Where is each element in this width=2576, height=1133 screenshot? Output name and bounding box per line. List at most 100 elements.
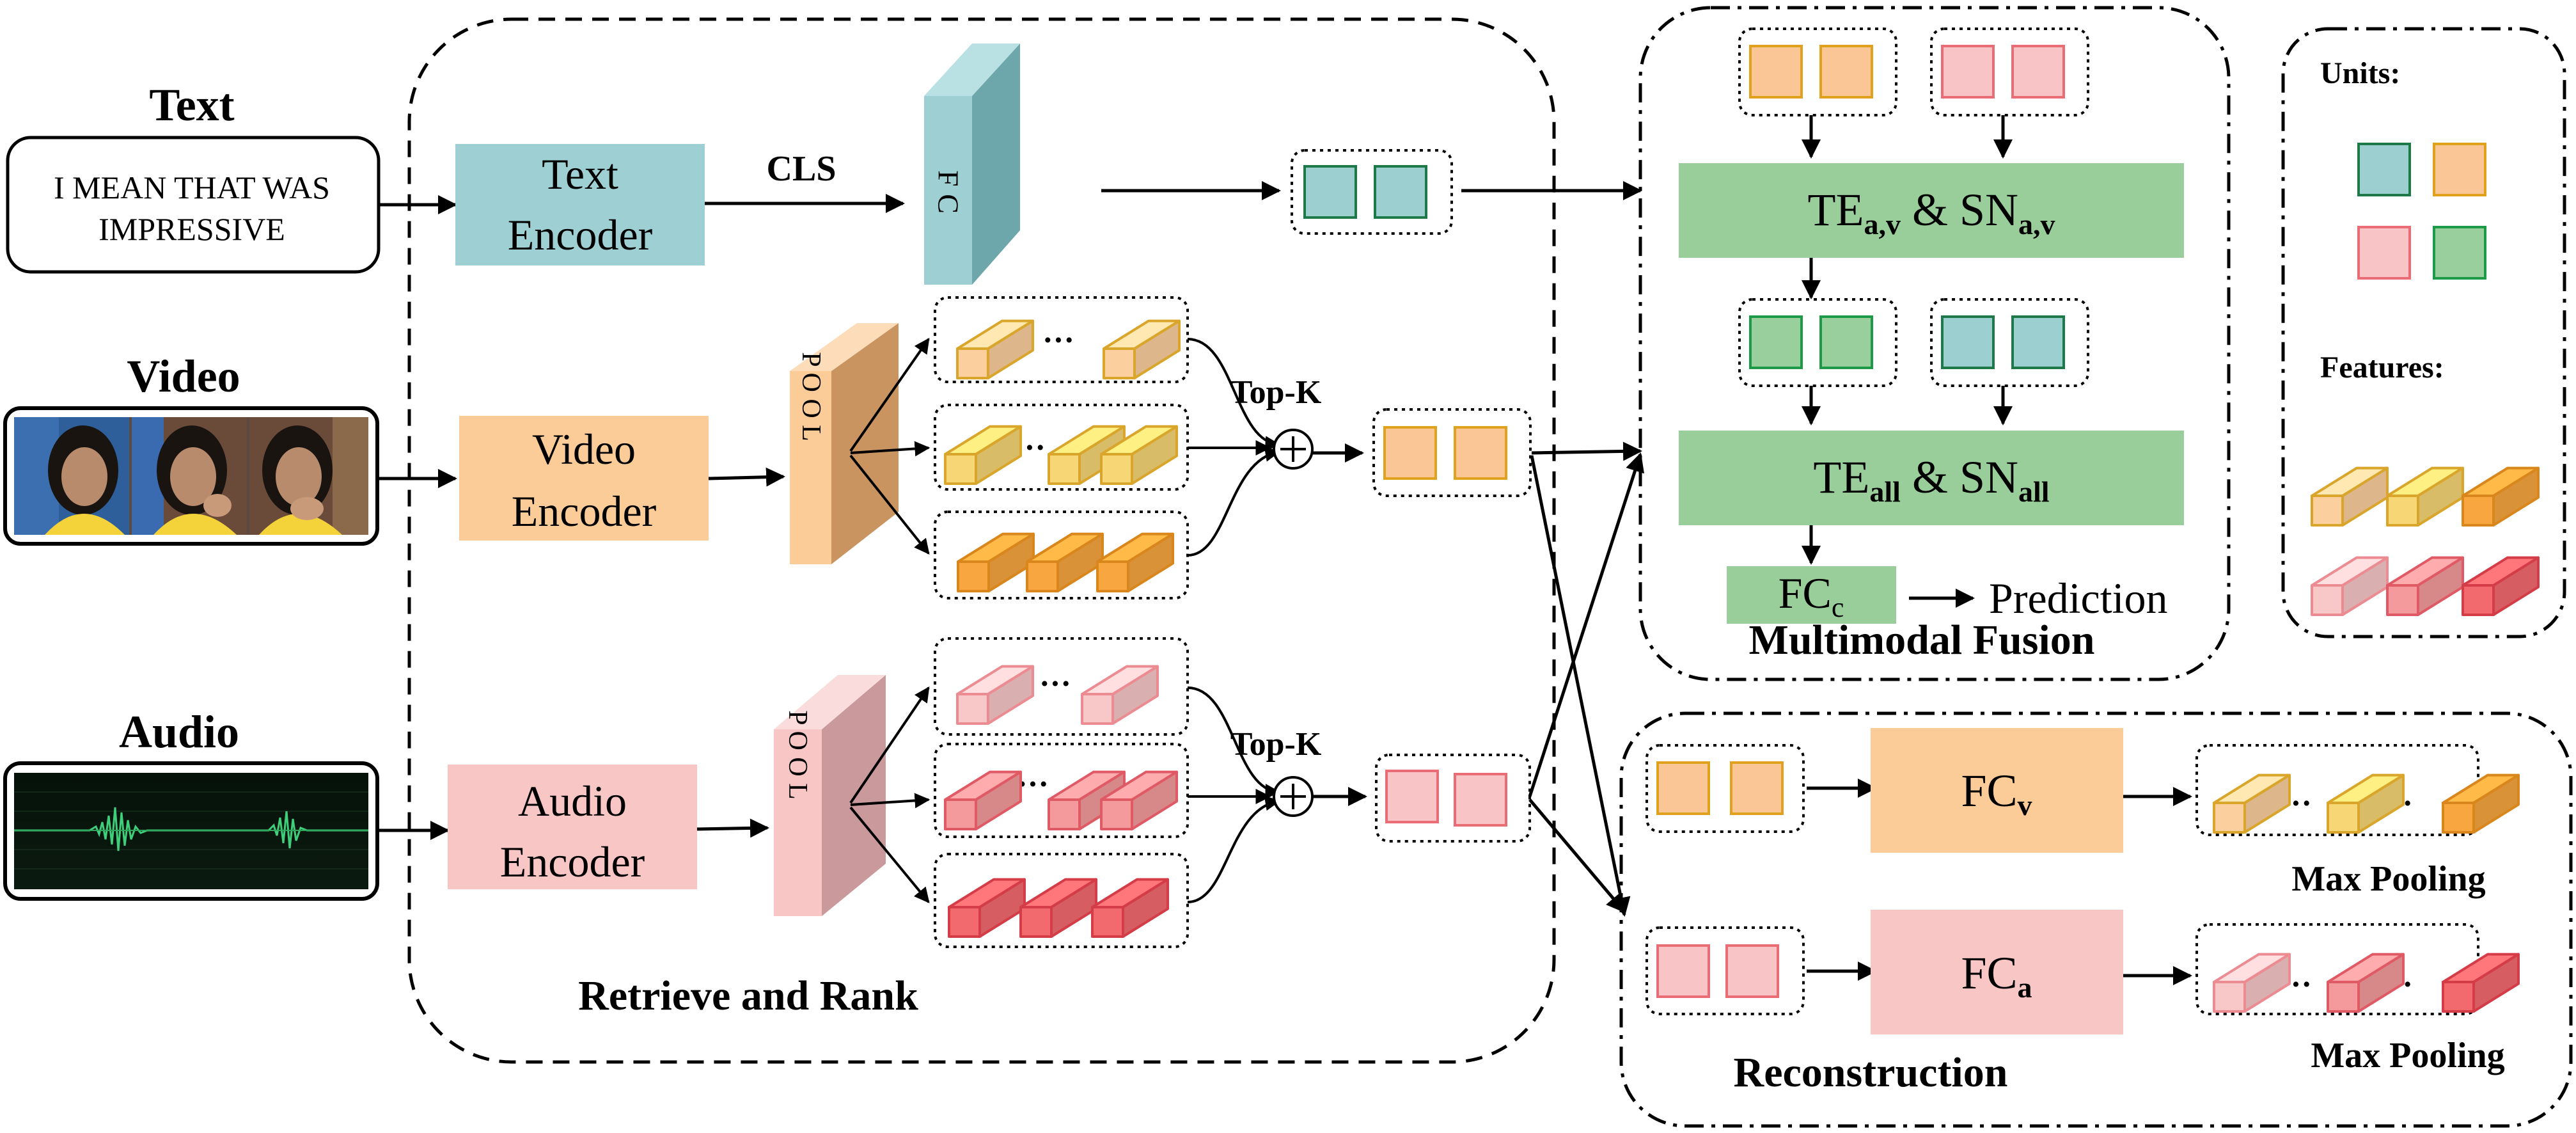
fc-block: [924, 44, 1020, 285]
audio-waveform-thumbnail: [3, 761, 379, 901]
fused-unit: [1749, 315, 1803, 369]
legend-feature-cube: [2311, 556, 2389, 616]
prediction-label: Prediction: [1989, 574, 2168, 622]
multimodal-fusion-title: Multimodal Fusion: [1749, 617, 2095, 663]
audio-sum-node: [1273, 776, 1314, 817]
legend-units-label: Units:: [2320, 56, 2400, 90]
video-unit: [1749, 45, 1803, 99]
audio-topk-label: Top-K: [1230, 726, 1322, 763]
fc-c-block: [1727, 566, 1896, 624]
text-encoder-line-2: Encoder: [508, 210, 653, 259]
recon-video-feature-cube: [2213, 773, 2291, 834]
video-unit: [1819, 45, 1873, 99]
text-unit: [1303, 165, 1357, 219]
legend-unit-orange: [2433, 143, 2486, 196]
recon-audio-feature-cube: [2213, 953, 2291, 1013]
video-feature-cube: [1103, 319, 1181, 379]
audio-encoder-block: [448, 765, 697, 889]
video-encoder-line-1: Video: [532, 425, 636, 473]
recon-audio-feature-cube: [2327, 953, 2405, 1013]
legend-feature-cube: [2386, 556, 2464, 616]
recon-audio-feature-cube: [2442, 953, 2520, 1013]
video-frames-thumbnail: [3, 406, 379, 546]
retrieve-rank-title: Retrieve and Rank: [578, 972, 918, 1019]
audio-feature-row-3: [934, 853, 1189, 948]
text-unit: [1374, 165, 1427, 219]
audio-pool-label: P O O L: [783, 710, 812, 800]
audio-ellipsis-2: ···: [1017, 766, 1049, 802]
reconstruction-region: [1619, 711, 2573, 1128]
text-unit: [1941, 315, 1995, 369]
video-unit: [1383, 426, 1437, 480]
audio-feature-cube: [1019, 878, 1097, 938]
video-feature-cube: [944, 425, 1022, 485]
audio-unit: [1656, 944, 1710, 998]
video-feature-cube: [1026, 532, 1104, 592]
legend-features-label: Features:: [2320, 351, 2444, 384]
te-sn-av-block: [1679, 163, 2184, 258]
cls-label: CLS: [767, 149, 836, 189]
video-unit: [1454, 426, 1507, 480]
max-pooling-video-label: Max Pooling: [2291, 859, 2485, 899]
te-sn-all-label: TEall & SNall: [1813, 452, 2049, 508]
legend-unit-pink: [2357, 226, 2411, 280]
audio-ellipsis-1: ···: [1039, 665, 1071, 701]
te-sn-av-label: TEa,v & SNa,v: [1807, 184, 2055, 241]
text-encoder-line-1: Text: [542, 150, 618, 198]
audio-feature-cube: [1081, 665, 1159, 725]
audio-feature-cube: [944, 770, 1022, 830]
fc-v-block: [1871, 728, 2123, 853]
video-sum-node: [1273, 429, 1314, 470]
video-feature-cube: [956, 319, 1034, 379]
multimodal-fusion-region: [1638, 6, 2231, 681]
audio-encoder-line-1: Audio: [518, 777, 627, 825]
video-topk-label: Top-K: [1230, 374, 1322, 411]
audio-feature-row-2: [934, 743, 1189, 838]
text-unit: [2011, 315, 2065, 369]
legend-feature-cube: [2311, 466, 2389, 527]
recon-video-feature-cube: [2442, 773, 2520, 834]
legend-region: [2281, 27, 2566, 638]
audio-pool-block: [774, 675, 886, 916]
reconstruction-title: Reconstruction: [1734, 1049, 2008, 1096]
video-feature-cube: [1100, 425, 1178, 485]
legend-unit-green: [2433, 226, 2486, 280]
fc-label: F C: [932, 170, 965, 214]
legend-feature-cube: [2462, 466, 2540, 527]
text-encoder-block: [455, 144, 705, 265]
fc-v-label: FCv: [1961, 765, 2032, 821]
audio-feature-cube: [956, 665, 1034, 725]
text-input-line-2: IMPRESSIVE: [98, 211, 285, 247]
audio-feature-cube: [1091, 878, 1169, 938]
legend-feature-cube: [2462, 556, 2540, 616]
text-input-title: Text: [149, 79, 234, 131]
retrieve-rank-region: [407, 17, 1556, 1064]
fc-a-label: FCa: [1961, 947, 2032, 1004]
te-sn-all-block: [1679, 431, 2184, 525]
video-input-title: Video: [127, 351, 240, 402]
video-encoder-line-2: Encoder: [512, 487, 657, 535]
fc-a-block: [1871, 910, 2123, 1034]
recon-video-feature-cube: [2327, 773, 2405, 834]
audio-unit: [2011, 45, 2065, 99]
audio-unit: [1454, 773, 1507, 827]
video-unit: [1730, 761, 1784, 815]
video-feature-cube: [1096, 532, 1174, 592]
video-unit: [1656, 761, 1710, 815]
audio-feature-cube: [948, 878, 1026, 938]
text-unit-group: [1291, 149, 1453, 235]
video-feature-cube: [957, 532, 1035, 592]
video-encoder-block: [459, 416, 709, 541]
fused-unit: [1819, 315, 1873, 369]
video-ellipsis-1: ···: [1042, 322, 1074, 358]
audio-unit: [1941, 45, 1995, 99]
audio-unit-group: [1375, 754, 1531, 843]
video-pool-block: [790, 323, 899, 564]
fc-c-label: FCc: [1779, 569, 1844, 623]
text-input-line-1: I MEAN THAT WAS: [54, 170, 330, 205]
audio-feature-cube: [1100, 770, 1178, 830]
legend-unit-teal: [2357, 143, 2411, 196]
audio-encoder-line-2: Encoder: [500, 837, 645, 886]
max-pooling-audio-label: Max Pooling: [2311, 1036, 2504, 1075]
